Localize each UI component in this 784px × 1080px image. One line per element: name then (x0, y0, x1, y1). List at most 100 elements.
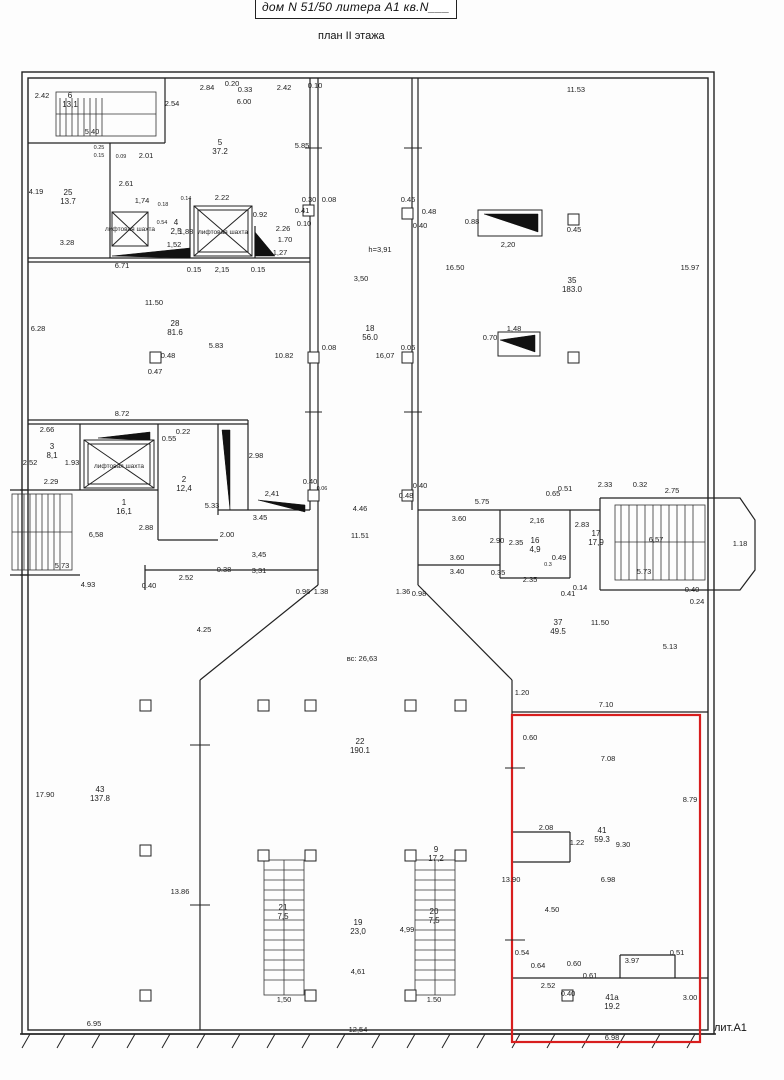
ground-hatching (21, 1033, 696, 1049)
room-18-number: 18 (366, 324, 375, 333)
dim: 6.95 (87, 1019, 102, 1028)
room-5-area: 37.2 (212, 147, 228, 156)
stair-21 (263, 859, 305, 996)
dim: 5,73 (55, 561, 70, 570)
dim: 2.52 (179, 573, 194, 582)
dim: 3.00 (683, 993, 698, 1002)
dim: 2.84 (200, 83, 215, 92)
dim: 13.90 (502, 875, 521, 884)
dim: 0.33 (238, 85, 253, 94)
dim: 0.96 (296, 587, 311, 596)
dim: 0.35 (491, 568, 506, 577)
dim: 6.98 (605, 1033, 620, 1042)
dim: 0.15 (187, 265, 202, 274)
exterior-walls (20, 71, 716, 1035)
dim: 2,41 (265, 489, 280, 498)
plan-title: план II этажа (318, 30, 385, 42)
dim: 0.55 (162, 434, 177, 443)
room-2-number: 2 (182, 475, 187, 484)
dim: 0.15 (251, 265, 266, 274)
dim: 16.50 (446, 263, 465, 272)
stair-top-left (55, 91, 157, 137)
dim: 1.70 (278, 235, 293, 244)
dim: 2.90 (490, 536, 505, 545)
dim: 0.24 (690, 597, 705, 606)
room-labels: 6 13,1 5 37.2 25 13.7 4 2,5 28 81.6 18 5… (46, 91, 620, 1011)
room-16-number: 16 (531, 536, 540, 545)
room-22-number: 22 (356, 737, 365, 746)
dim: 2.00 (220, 530, 235, 539)
dim: 15.97 (681, 263, 700, 272)
room-1-number: 1 (122, 498, 127, 507)
dim: 0.40 (413, 221, 428, 230)
dim: 0.88 (465, 217, 480, 226)
dim: 0.14 (573, 583, 588, 592)
room-19-number: 19 (354, 918, 363, 927)
room-25-number: 25 (64, 188, 73, 197)
room-16-area: 4,9 (529, 545, 541, 554)
outer-wall-inner (27, 77, 709, 1031)
dimension-labels: 2.84 0.20 0.33 6.00 2.42 0.10 11.53 2.42… (23, 79, 748, 1042)
dim: 3,31 (252, 566, 267, 575)
dim: 3.60 (450, 553, 465, 562)
room-25-area: 13.7 (60, 197, 76, 206)
interior-walls (20, 78, 708, 1030)
dim: 0.32 (633, 480, 648, 489)
right-bay (708, 497, 756, 591)
dim: 9.30 (616, 840, 631, 849)
wall-markers (97, 213, 539, 513)
dim: 1,52 (167, 240, 182, 249)
dim: 3.40 (450, 567, 465, 576)
room-3-area: 8,1 (46, 451, 58, 460)
dim: 0.47 (148, 367, 163, 376)
dim: 1.93 (65, 458, 80, 467)
dim: 0.10 (308, 81, 323, 90)
dim: 0.25 (94, 145, 105, 151)
dim: 0.08 (322, 195, 337, 204)
room-17-area: 17,9 (588, 538, 604, 547)
room-20-area: 7,5 (428, 916, 440, 925)
dim: 4,99 (400, 925, 415, 934)
dim: 3.97 (625, 956, 640, 965)
dim: 5.13 (663, 642, 678, 651)
dim: 0.45 (567, 225, 582, 234)
room-6-number: 6 (68, 91, 73, 100)
dim: 16,07 (376, 351, 395, 360)
dim: 2,20 (501, 240, 516, 249)
dim: 0.46 (401, 195, 416, 204)
elevator-shafts (83, 205, 253, 489)
dim: 13.86 (171, 887, 190, 896)
dim: 2.88 (139, 523, 154, 532)
dim: 0.40 (685, 585, 700, 594)
dim: 1.38 (314, 587, 329, 596)
dim: 0.06 (317, 486, 328, 492)
dim: 2.52 (23, 458, 38, 467)
dim: 0.48 (161, 351, 176, 360)
dim: 1,74 (135, 196, 150, 205)
dim: 0.22 (176, 427, 191, 436)
room-19-area: 23,0 (350, 927, 366, 936)
room-18-area: 56.0 (362, 333, 378, 342)
stairs (11, 91, 706, 996)
elevator-shaft-3 (83, 439, 155, 489)
dim: 0.40 (413, 481, 428, 490)
room-37-number: 37 (554, 618, 563, 627)
dim: 4.46 (353, 504, 368, 513)
dim: 1,27 (273, 248, 288, 257)
dim: 0.06 (401, 343, 416, 352)
dim: 6,58 (89, 530, 104, 539)
room-41-area: 59.3 (594, 835, 610, 844)
dim: 5.73 (637, 567, 652, 576)
dim: 4.50 (545, 905, 560, 914)
dim: 4,61 (351, 967, 366, 976)
dim: 4.93 (81, 580, 96, 589)
room-9-number: 9 (434, 845, 439, 854)
elevator-label-1: лифтовая шахта (105, 226, 155, 233)
dim: 0.60 (523, 733, 538, 742)
dim: 5.85 (295, 141, 310, 150)
dim: 1,48 (507, 324, 522, 333)
dim: 2.22 (215, 193, 230, 202)
dim: 0.41 (561, 589, 576, 598)
dim: 6.71 (115, 261, 130, 270)
